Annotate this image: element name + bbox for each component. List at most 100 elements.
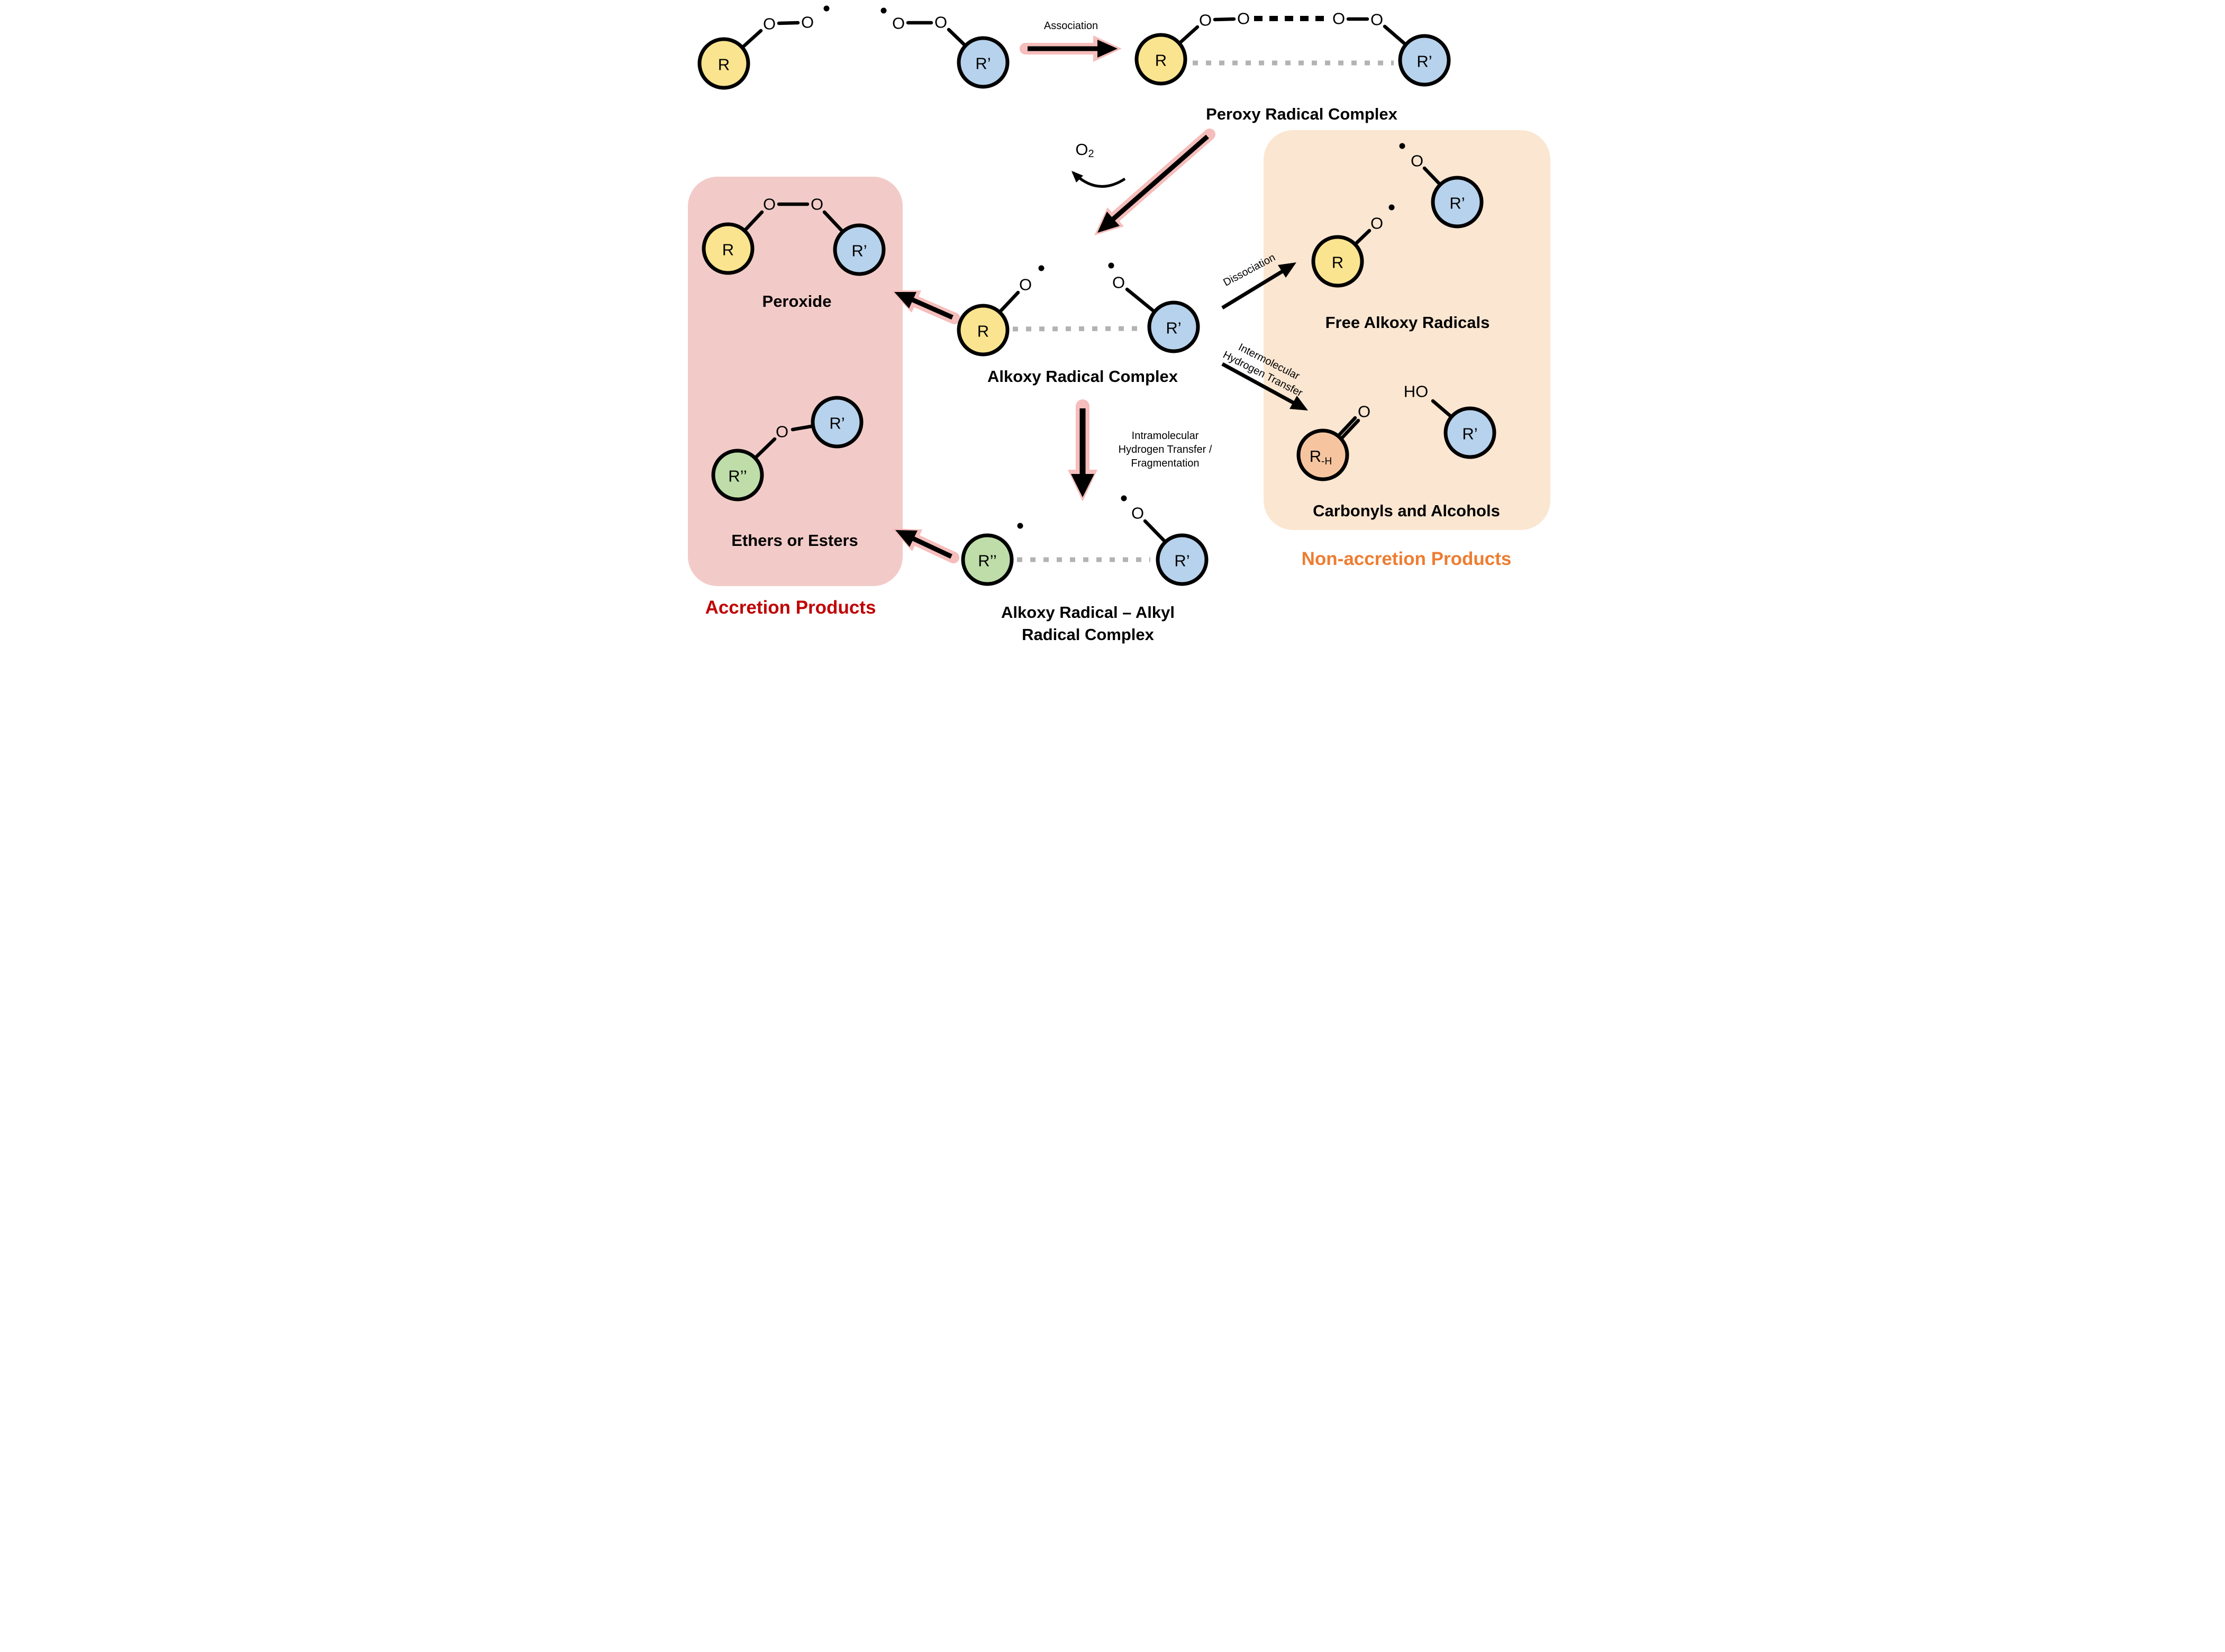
radical-dot-icon bbox=[1017, 523, 1023, 529]
r-double-prime-label: R’’ bbox=[978, 552, 997, 570]
bond bbox=[947, 28, 966, 47]
bond bbox=[742, 29, 762, 48]
bond bbox=[1179, 25, 1199, 44]
r-minus-h-main: R bbox=[1309, 447, 1321, 466]
oxygen-label: O bbox=[801, 13, 813, 32]
dissociation-arrow bbox=[1221, 262, 1296, 309]
r-prime-label: R’ bbox=[1174, 552, 1189, 570]
non-accretion-products-label: Non-accretion Products bbox=[1301, 549, 1511, 569]
oxygen-label: O bbox=[892, 14, 904, 33]
radical-dot-icon bbox=[1038, 265, 1044, 271]
r-prime-label: R’ bbox=[829, 414, 844, 433]
r-minus-h-subscript: -H bbox=[1321, 456, 1332, 467]
r-label: R bbox=[1331, 253, 1343, 272]
intramolecular-label-line2: Hydrogen Transfer / bbox=[1118, 444, 1212, 455]
bond bbox=[755, 437, 776, 459]
r-circle bbox=[702, 222, 754, 275]
radical-dot-icon bbox=[880, 7, 886, 14]
intramolecular-arrow bbox=[1067, 399, 1097, 501]
peroxide-molecule: O O R R’ Peroxide bbox=[702, 195, 885, 311]
o2-curved-arrowhead bbox=[1071, 171, 1083, 182]
radical-dot-icon bbox=[823, 5, 829, 12]
oxygen-label: O bbox=[1112, 273, 1124, 292]
intermolecular-arrow-shaft bbox=[1221, 362, 1298, 407]
radical-dot-icon bbox=[1388, 204, 1394, 211]
peroxy-complex-title: Peroxy Radical Complex bbox=[1206, 105, 1398, 123]
ethers-arrow bbox=[891, 528, 959, 563]
o2-subscript: 2 bbox=[1088, 148, 1094, 160]
alkoxy-alkyl-radical-complex: O R’’ R’ Alkoxy Radical – Alkyl Radical … bbox=[961, 495, 1208, 644]
r-prime-label: R’ bbox=[1449, 194, 1465, 213]
o2-curved-arrow-shaft bbox=[1071, 171, 1125, 188]
intermolecular-arrow bbox=[1221, 362, 1308, 410]
radical-dot-icon bbox=[1121, 495, 1127, 501]
intramolecular-label-line3: Fragmentation bbox=[1131, 458, 1199, 469]
r-prime-circle bbox=[1398, 34, 1450, 87]
r-label: R bbox=[722, 241, 733, 259]
r-prime-label: R’ bbox=[975, 54, 991, 73]
bond bbox=[1143, 519, 1166, 543]
reaction-scheme-figure: O O R O O R’ Association O O O O R R’ Pe… bbox=[668, 0, 1558, 661]
free-alkoxy-title: Free Alkoxy Radicals bbox=[1325, 313, 1490, 332]
carbonyls-and-alcohols: O R-H HO R’ Carbonyls and Alcohols bbox=[1296, 382, 1500, 520]
ethers-arrow-shaft bbox=[907, 534, 952, 559]
intramolecular-label: Intramolecular Hydrogen Transfer / Fragm… bbox=[1118, 430, 1212, 469]
peroxide-arrowhead bbox=[894, 292, 916, 308]
r-double-prime-circle bbox=[961, 533, 1013, 586]
radical-dot-icon bbox=[1399, 143, 1405, 149]
oxygen-label: O bbox=[762, 195, 775, 214]
o2-main: O bbox=[1075, 140, 1088, 159]
oxygen-label: O bbox=[1332, 10, 1345, 28]
r-minus-h-circle bbox=[1296, 428, 1349, 481]
association-arrowhead bbox=[1097, 40, 1118, 58]
bond bbox=[1213, 17, 1236, 22]
r-prime-circle bbox=[957, 36, 1009, 89]
r-double-prime-circle bbox=[711, 449, 764, 501]
oxygen-label: O bbox=[1370, 214, 1383, 233]
r-prime-circle bbox=[1147, 300, 1200, 353]
free-alkoxy-radicals: O R’ O R Free Alkoxy Radicals bbox=[1311, 143, 1490, 332]
r-prime-label: R’ bbox=[1462, 425, 1477, 443]
r-label: R bbox=[718, 56, 729, 74]
r-prime-circle bbox=[1156, 533, 1208, 586]
bond bbox=[1383, 24, 1406, 45]
oxygen-label: O bbox=[1410, 152, 1423, 170]
ho-label: HO bbox=[1403, 382, 1428, 401]
dissociation-arrow-shaft bbox=[1221, 268, 1287, 309]
alkoxy-radical-complex: O O R R’ Alkoxy Radical Complex bbox=[957, 262, 1200, 386]
peroxy-radical-complex: O O O O R R’ Peroxy Radical Complex bbox=[1134, 10, 1450, 123]
intermolecular-arrowhead bbox=[1289, 396, 1308, 410]
r-prime-circle bbox=[811, 396, 863, 449]
bond bbox=[791, 424, 813, 432]
radical-dot-icon bbox=[1108, 262, 1114, 269]
o2-curved-arrow bbox=[1071, 171, 1125, 188]
r-prime-circle bbox=[833, 223, 885, 276]
oxygen-label: O bbox=[934, 13, 947, 32]
alkoxy-alkyl-title-line2: Radical Complex bbox=[1022, 625, 1155, 644]
accretion-products-label: Accretion Products bbox=[705, 597, 876, 618]
oxygen-label: O bbox=[1198, 11, 1211, 30]
o2-release-arrowhead bbox=[1097, 212, 1120, 233]
r-label: R bbox=[977, 322, 988, 341]
bond bbox=[999, 290, 1020, 313]
alkoxy-alkyl-title-line1: Alkoxy Radical – Alkyl bbox=[1001, 603, 1175, 622]
peroxide-arrow bbox=[890, 290, 960, 324]
peroxide-arrow-shaft bbox=[906, 295, 953, 320]
association-label: Association bbox=[1043, 20, 1097, 32]
o2-label: O2 bbox=[1075, 140, 1094, 160]
oxygen-label: O bbox=[810, 195, 823, 214]
oxygen-label: O bbox=[762, 15, 775, 33]
bond bbox=[1355, 229, 1371, 245]
bond bbox=[1125, 287, 1155, 313]
ethers-title: Ethers or Esters bbox=[731, 531, 858, 550]
r-circle bbox=[1134, 33, 1187, 86]
r-label: R bbox=[1155, 51, 1166, 70]
o2-release-arrow bbox=[1094, 129, 1215, 235]
oxygen-label: O bbox=[1237, 10, 1249, 28]
peroxide-title: Peroxide bbox=[762, 292, 831, 311]
bond bbox=[1422, 166, 1440, 185]
oxygen-label: O bbox=[775, 423, 788, 441]
r-double-prime-label: R’’ bbox=[728, 467, 747, 486]
bond bbox=[744, 210, 764, 231]
bond bbox=[1431, 399, 1453, 419]
